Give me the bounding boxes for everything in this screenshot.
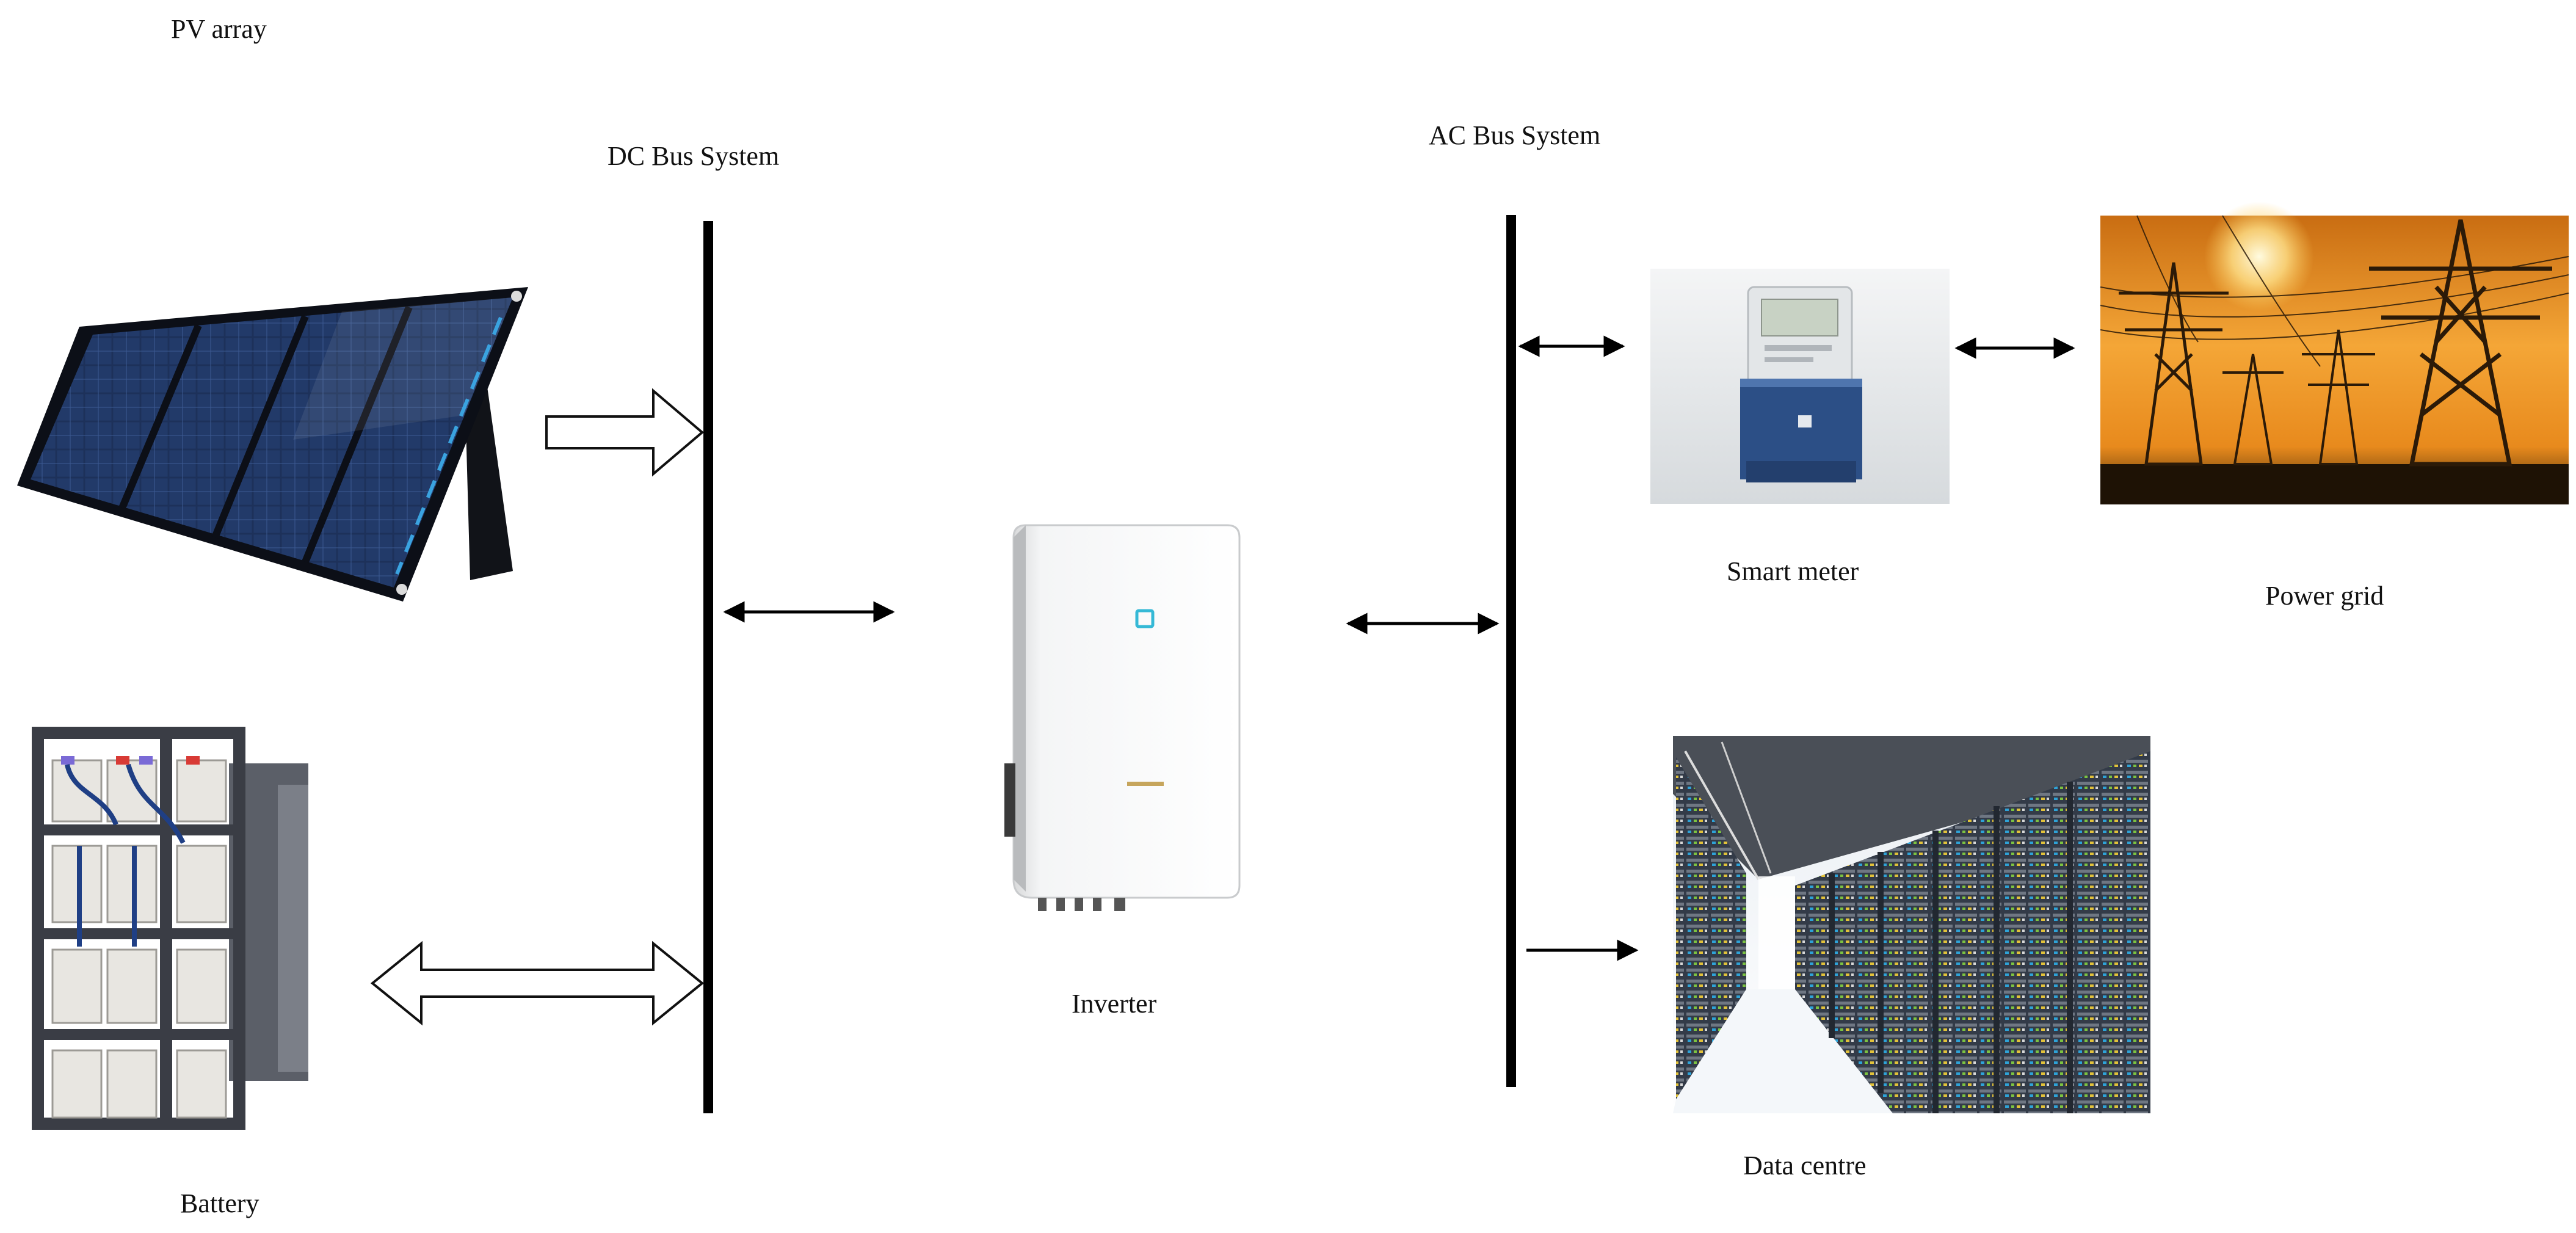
smart-meter-image [1650, 269, 1950, 504]
battery-image [32, 727, 308, 1130]
inverter-label: Inverter [1072, 989, 1157, 1019]
data-centre-image [1673, 736, 2150, 1113]
pv-to-dc-bus-arrow [545, 388, 705, 477]
panel-cells [31, 297, 513, 587]
pv-array-label: PV array [171, 14, 267, 44]
power-grid-label: Power grid [2265, 581, 2384, 611]
solar-panel-image [17, 287, 528, 602]
power-grid-image [2100, 202, 2569, 504]
data-centre-label: Data centre [1743, 1151, 1867, 1180]
battery-label: Battery [180, 1188, 259, 1218]
inverter-image [1004, 524, 1241, 911]
smart-meter-label: Smart meter [1727, 556, 1859, 586]
dc-bus-label: DC Bus System [608, 141, 780, 171]
ac-bus-label: AC Bus System [1429, 120, 1601, 150]
inverter-led-icon [1135, 609, 1155, 628]
battery-dc-bus-arrow [370, 940, 705, 1026]
